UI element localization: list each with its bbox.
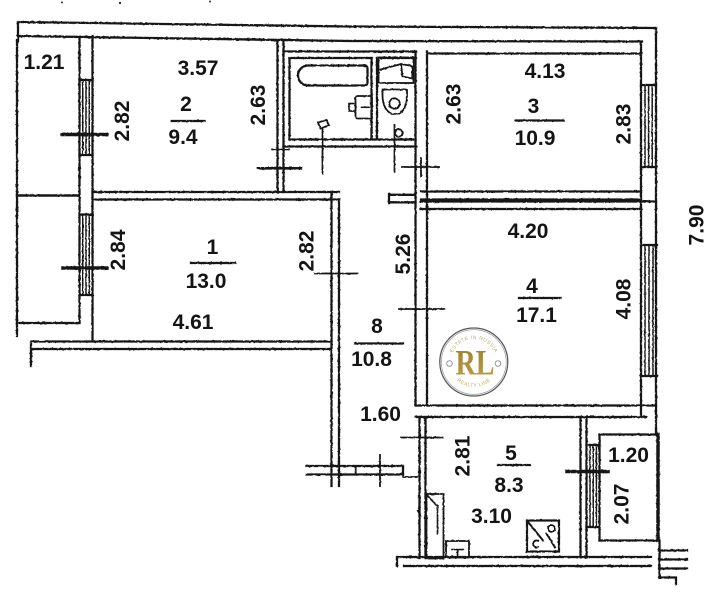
svg-text:5.26: 5.26	[392, 234, 415, 275]
svg-text:4.08: 4.08	[613, 278, 636, 319]
svg-text:13.0: 13.0	[186, 270, 227, 293]
svg-text:10.8: 10.8	[351, 348, 392, 371]
svg-text:1.21: 1.21	[24, 51, 65, 74]
svg-text:2: 2	[180, 93, 192, 116]
svg-text:2.63: 2.63	[443, 84, 466, 125]
svg-text:1.60: 1.60	[360, 403, 401, 426]
svg-text:7.90: 7.90	[686, 205, 709, 246]
svg-text:2.82: 2.82	[111, 101, 134, 142]
svg-text:4.20: 4.20	[508, 220, 549, 243]
svg-text:2.83: 2.83	[613, 104, 636, 145]
svg-text:2.63: 2.63	[247, 85, 270, 126]
svg-text:5: 5	[505, 442, 517, 465]
svg-text:3.57: 3.57	[178, 57, 219, 80]
svg-text:4.13: 4.13	[525, 60, 566, 83]
svg-text:9.4: 9.4	[168, 126, 198, 149]
svg-text:4.61: 4.61	[173, 311, 214, 334]
svg-text:2.81: 2.81	[452, 435, 475, 476]
svg-text:1.20: 1.20	[608, 444, 649, 467]
svg-text:REALTY LINE: REALTY LINE	[456, 377, 493, 389]
svg-text:3: 3	[528, 95, 540, 118]
svg-text:8: 8	[371, 315, 383, 338]
svg-text:3.10: 3.10	[471, 505, 512, 528]
svg-text:2.07: 2.07	[611, 484, 634, 525]
svg-text:4: 4	[526, 275, 538, 298]
svg-text:8.3: 8.3	[494, 474, 523, 497]
svg-text:10.9: 10.9	[515, 127, 556, 150]
svg-text:2.84: 2.84	[107, 229, 130, 270]
svg-text:1: 1	[207, 236, 219, 259]
svg-text:RL: RL	[456, 343, 495, 383]
svg-text:2.82: 2.82	[296, 231, 319, 272]
svg-text:17.1: 17.1	[516, 304, 557, 327]
